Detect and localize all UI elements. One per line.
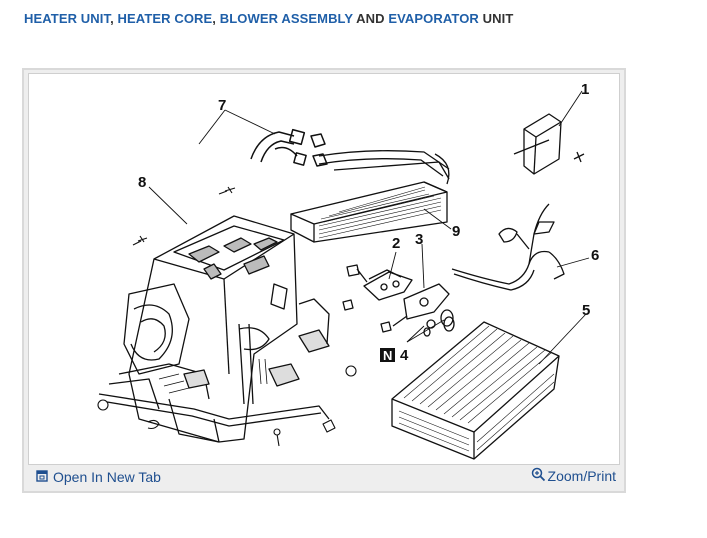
wire-harness — [451, 113, 585, 291]
blower-assembly-link[interactable]: BLOWER ASSEMBLY — [219, 11, 353, 26]
open-in-new-tab-button[interactable]: Open In New Tab — [36, 469, 161, 485]
viewer-footer: Open In New Tab Zoom/Print — [24, 465, 624, 491]
callout-4: 4 — [400, 347, 409, 364]
evaporator — [391, 316, 560, 460]
zoom-print-label: Zoom/Print — [547, 468, 616, 484]
page-title: HEATER UNIT, HEATER CORE, BLOWER ASSEMBL… — [24, 11, 513, 26]
hoses — [250, 128, 328, 167]
heater-core-link[interactable]: HEATER CORE — [117, 11, 213, 26]
title-separator: , — [110, 11, 118, 26]
hvac-exploded-diagram: 1 2 3 4 5 6 7 8 9 N — [97, 81, 599, 460]
callout-7: 7 — [218, 97, 226, 114]
blower-parts — [342, 264, 454, 333]
callout-2: 2 — [392, 235, 400, 252]
fasteners — [97, 186, 357, 447]
heater-unit-link[interactable]: HEATER UNIT — [24, 11, 111, 26]
n-tag-badge — [380, 348, 395, 362]
zoom-print-button[interactable]: Zoom/Print — [531, 467, 616, 485]
diagram-viewer: 1 2 3 4 5 6 7 8 9 N Open In — [22, 68, 626, 493]
callout-9: 9 — [452, 223, 460, 240]
open-in-new-tab-icon — [36, 469, 48, 485]
callout-3: 3 — [415, 231, 423, 248]
evaporator-link[interactable]: EVAPORATOR — [388, 11, 479, 26]
callout-5: 5 — [582, 302, 590, 319]
callout-1: 1 — [581, 81, 589, 98]
title-separator: AND — [352, 11, 389, 26]
heater-core — [290, 150, 450, 243]
n-tag-label: N — [383, 348, 392, 363]
title-separator: , — [212, 11, 220, 26]
title-suffix: UNIT — [478, 11, 514, 26]
diagram-image[interactable]: 1 2 3 4 5 6 7 8 9 N — [28, 73, 620, 465]
callout-6: 6 — [591, 247, 599, 264]
zoom-magnifier-icon — [531, 467, 546, 485]
leader-lines — [148, 90, 590, 365]
callout-8: 8 — [138, 174, 146, 191]
heater-unit-housing — [98, 215, 330, 443]
open-in-new-tab-label: Open In New Tab — [53, 469, 161, 485]
